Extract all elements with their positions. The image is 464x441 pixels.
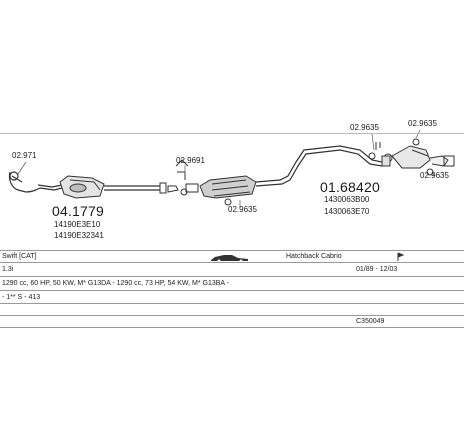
middle-pipe xyxy=(255,145,383,187)
accessory-ref-label: 02.9635 xyxy=(350,123,379,132)
oem-number-label: 14190E32341 xyxy=(54,231,104,240)
accessory-ref-label: 02.9635 xyxy=(228,205,257,214)
part-number-label: 01.68420 xyxy=(320,179,380,195)
oem-number-label: 1430063E70 xyxy=(324,207,370,216)
table-rule xyxy=(0,276,464,277)
car-silhouette-icon xyxy=(211,255,248,262)
table-rule xyxy=(0,315,464,316)
body-type: Hatchback Cabrio xyxy=(286,253,342,260)
table-rule xyxy=(0,327,464,328)
oem-number-label: 1430063B00 xyxy=(324,195,370,204)
vehicle-model: Swift [CAT] xyxy=(2,253,37,260)
accessory-ref-label: 02.9635 xyxy=(408,119,437,128)
table-rule xyxy=(0,133,464,134)
note-icon xyxy=(397,252,405,261)
leader-lines xyxy=(17,129,435,208)
front-pipe xyxy=(8,171,63,193)
catalytic-converter-2 xyxy=(199,175,257,206)
accessory-ref-label: 02.9691 xyxy=(176,156,205,165)
engine-details: 1290 cc, 60 HP, 50 KW, M* G13DA - 1290 c… xyxy=(2,280,229,287)
flange-gasket xyxy=(159,159,199,196)
table-rule xyxy=(0,303,464,304)
rear-silencer xyxy=(368,138,455,176)
table-rule xyxy=(0,250,464,251)
exhaust-system-diagram xyxy=(8,129,455,208)
catalytic-converter-1 xyxy=(59,175,160,199)
accessory-ref-label: 02.9635 xyxy=(420,171,449,180)
catalog-code: C350049 xyxy=(356,318,385,325)
production-years: 01/89 - 12/03 xyxy=(356,266,398,273)
accessory-ref-label: 02.971 xyxy=(12,151,37,160)
chassis-code: - 1** S - 413 xyxy=(2,294,41,301)
table-rule xyxy=(0,262,464,263)
part-number-label: 04.1779 xyxy=(52,203,105,219)
oem-number-label: 14190E3E10 xyxy=(54,220,101,229)
engine-size: 1.3i xyxy=(2,266,14,273)
table-rule xyxy=(0,290,464,291)
